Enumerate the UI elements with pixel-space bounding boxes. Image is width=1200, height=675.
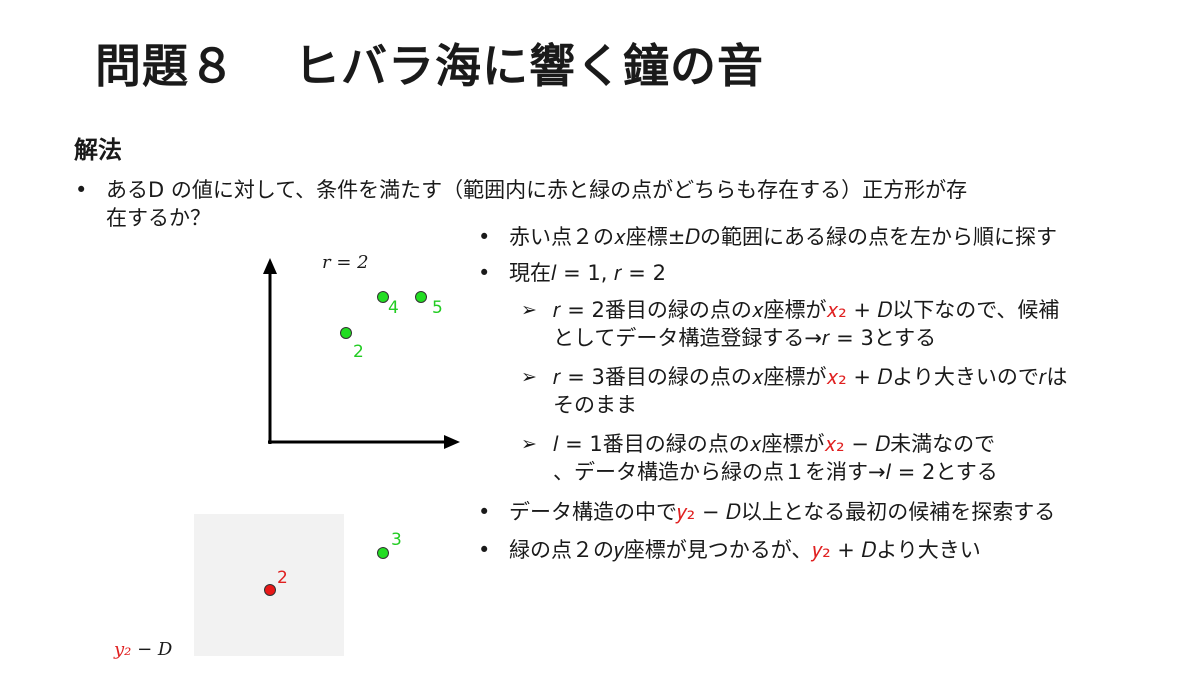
red-point-2 (264, 584, 276, 596)
sub-bullet-1-line-2: としてデータ構造登録する→𝑟 = 3とする (553, 326, 937, 350)
green-point-2 (340, 327, 352, 339)
green-point-label-3: 3 (391, 530, 402, 550)
bullet-4: 緑の点２の𝑦座標が見つかるが、𝑦₂ + 𝐷より大きい (478, 538, 981, 562)
y-range-label: y₂ − D (114, 639, 173, 660)
green-point-4 (377, 291, 389, 303)
problem-name: ヒバラ海に響く鐘の音 (294, 39, 764, 93)
green-point-5 (415, 291, 427, 303)
sub-bullet-3-line-1: 𝑙 = 1番目の緑の点の𝑥座標が𝑥₂ − 𝐷未満なので (521, 432, 995, 456)
green-point-label-4: 4 (388, 298, 399, 318)
sub-bullet-3-line-2: 、データ構造から緑の点１を消す→𝑙 = 2とする (553, 460, 998, 484)
sub-bullet-1-line-1: 𝑟 = 2番目の緑の点の𝑥座標が𝑥₂ + 𝐷以下なので、候補 (521, 298, 1059, 322)
bullet-3: データ構造の中で𝑦₂ − 𝐷以上となる最初の候補を探索する (478, 500, 1055, 524)
problem-number: 問題８ (95, 39, 236, 93)
green-point-label-5: 5 (432, 298, 443, 318)
intro-line-2: 在するか？ (106, 206, 211, 230)
slide-title: 問題８ ヒバラ海に響く鐘の音 (95, 30, 764, 96)
bullet-2: 現在𝑙 = 1, 𝑟 = 2 (478, 261, 666, 285)
sub-bullet-2-line-1: 𝑟 = 3番目の緑の点の𝑥座標が𝑥₂ + 𝐷より大きいので𝑟は (521, 365, 1067, 389)
sub-bullet-2-line-2: そのまま (553, 393, 637, 417)
bullet-1: 赤い点２の𝑥座標±𝐷の範囲にある緑の点を左から順に探す (478, 225, 1057, 249)
r-pointer-label: r = 2 (322, 252, 369, 273)
green-point-3 (377, 547, 389, 559)
section-heading: 解法 (74, 136, 122, 164)
intro-line-1: あるD の値に対して、条件を満たす（範囲内に赤と緑の点がどちらも存在する）正方形… (75, 178, 967, 202)
green-point-label-2: 2 (353, 342, 364, 362)
red-point-label-2: 2 (277, 568, 288, 588)
